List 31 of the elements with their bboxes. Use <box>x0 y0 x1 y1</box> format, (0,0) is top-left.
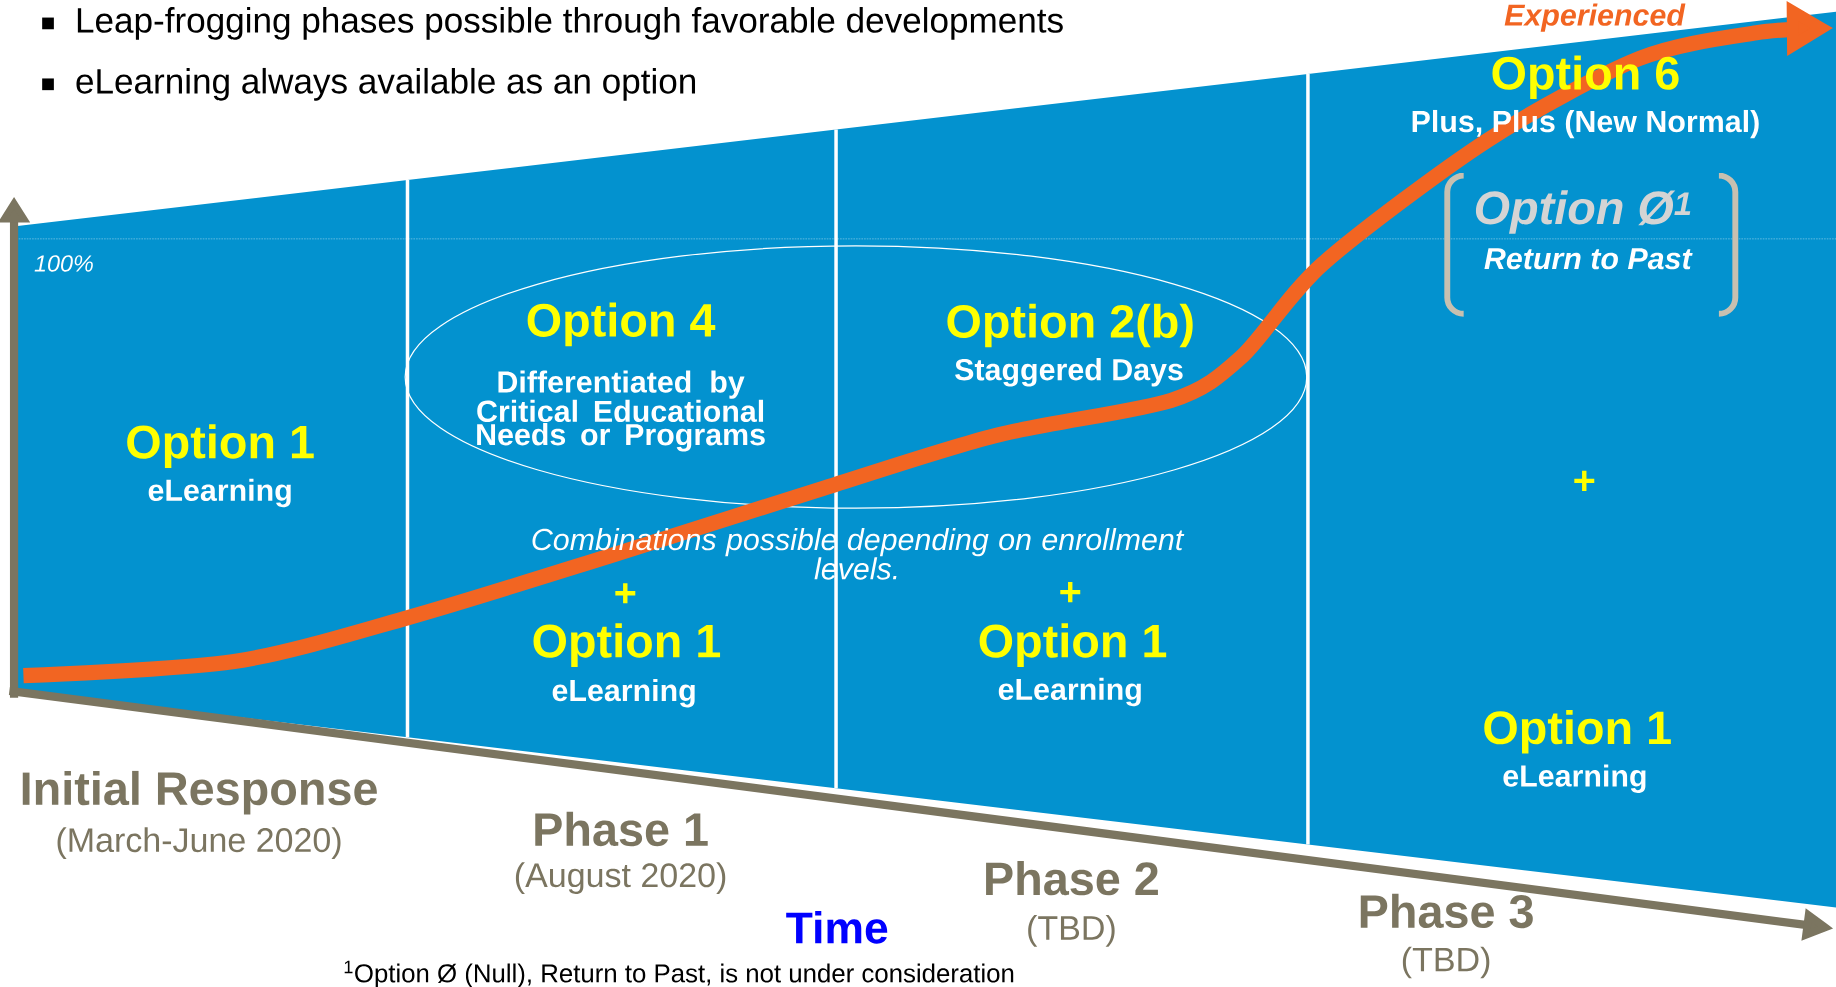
phase-title: Phase 1 <box>535 811 708 847</box>
option-subtitle: Return to Past <box>1484 248 1693 270</box>
option-title: Option 4 <box>527 302 716 347</box>
plus-sign: + <box>1060 582 1081 603</box>
option-title: Option 1 <box>127 424 314 468</box>
option-subtitle: eLearning <box>1503 764 1646 793</box>
option-title: Option 1 <box>533 623 721 667</box>
option-subtitle: Staggered Days <box>955 358 1183 387</box>
option-title: Option Ø$^{1}$ <box>1475 190 1691 234</box>
phase-title: Phase 2 <box>986 861 1158 896</box>
bullet-text: Leap-frogging phases possible through favorable developments <box>77 7 1063 40</box>
phase-date: (August 2020) <box>515 862 726 895</box>
footnote: $^{1}$Option Ø (Null), Return to Past, is not under consideration <box>344 960 1014 987</box>
bullet-text: eLearning always available as an option <box>76 67 695 101</box>
phase-title: Phase 3 <box>1360 893 1533 929</box>
phase-date: (TBD) <box>1028 915 1115 947</box>
axis-label: Time <box>786 911 888 944</box>
phase-title: Initial Response <box>22 770 377 815</box>
phase-date: (March-June 2020) <box>57 827 341 859</box>
plus-sign: + <box>1574 470 1595 491</box>
option-subtitle: eLearning <box>552 678 695 708</box>
option-title: Option 2(b) <box>947 303 1193 348</box>
option-subtitle: eLearning <box>998 677 1141 707</box>
option-subtitle: eLearning <box>148 478 291 508</box>
phase-date: (TBD) <box>1402 946 1490 979</box>
option-title: Option 1 <box>1484 710 1671 754</box>
plus-sign: + <box>615 583 636 604</box>
axis-label: 100% <box>34 255 93 272</box>
option-subtitle: Differentiated by Critical Educational Needs or Programs <box>477 370 765 452</box>
curve-label: Experienced <box>1504 3 1686 32</box>
option-title: Option 1 <box>979 623 1167 667</box>
